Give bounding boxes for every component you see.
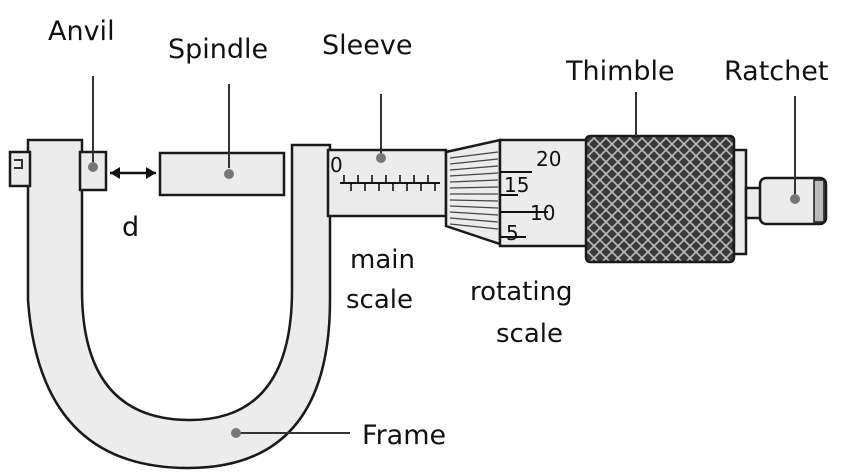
thimble-end-cap [732,148,748,256]
frame [26,138,332,470]
bevel-graduation [449,179,499,183]
bevel-graduation [449,165,499,171]
main-scale [340,175,440,191]
rotating-15: 15 [504,173,529,197]
bevel-graduation [449,205,499,209]
rotating-scale-barrel [498,138,590,248]
bevel-graduation [449,186,499,189]
label-rotating-scale-line1: rotating [470,277,573,307]
gap-d-arrow [110,167,156,179]
bevel-graduation [449,158,499,165]
bevel-graduation [449,211,499,216]
sleeve-zero: 0 [330,153,343,177]
label-main-scale-line1: main [350,245,415,275]
rotating-5: 5 [506,221,519,245]
rotating-10: 10 [530,201,555,225]
label-anvil: Anvil [48,16,115,47]
label-d: d [122,212,139,243]
label-ratchet: Ratchet [724,56,828,87]
label-sleeve: Sleeve [322,30,412,61]
spindle [158,151,286,197]
rotating-20: 20 [536,147,561,171]
bevel-graduation [449,223,499,230]
label-rotating-scale-line2: scale [496,319,563,349]
label-spindle: Spindle [168,34,268,65]
bevel-graduation [449,172,499,177]
label-frame: Frame [362,420,446,451]
label-main-scale-line2: scale [346,285,413,315]
bevel-graduation [449,151,499,159]
thimble [584,134,736,264]
rotating-scale-marks [500,171,548,238]
label-thimble: Thimble [565,56,675,87]
bevel-graduation [449,217,499,223]
bevel-graduations [449,151,499,230]
bevel-graduation [449,199,499,202]
